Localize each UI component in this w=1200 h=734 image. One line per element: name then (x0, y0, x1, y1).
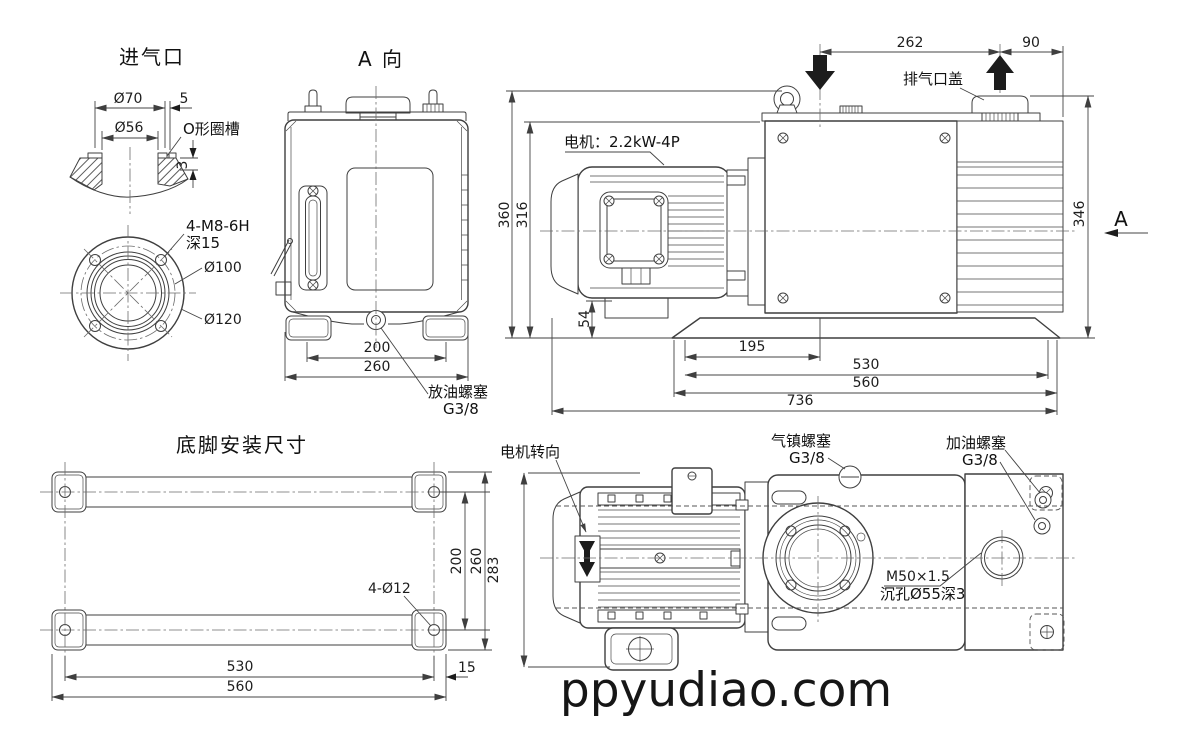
oil-fill-label: 加油螺塞 (946, 434, 1006, 452)
dim-195: 195 (739, 339, 766, 355)
top-view: 283 电机转向 气镇螺塞 G3/8 加油螺塞 G3/8 M50×1.5 沉孔Ø… (486, 432, 1075, 671)
dim-d70: Ø70 (114, 91, 143, 107)
oil-sight-glass (298, 185, 328, 291)
motor-foot (604, 297, 669, 319)
counterbore-label: 沉孔Ø55深3 (880, 585, 965, 603)
exhaust-cap-label: 排气口盖 (903, 70, 963, 88)
foot-view-title: 底脚安装尺寸 (176, 433, 308, 457)
dim-foot-15: 15 (458, 660, 476, 676)
dim-foot-560: 560 (227, 679, 254, 695)
bolt-hole (155, 254, 167, 266)
motor-label: 电机：2.2kW-4P (564, 133, 680, 151)
foot-mounting-view: 底脚安装尺寸 200 260 4-Ø12 530 15 560 (40, 433, 492, 701)
dim-200: 200 (364, 340, 391, 356)
pump-panel (764, 120, 958, 314)
dim-360: 360 (497, 202, 513, 229)
dim-3: 3 (175, 161, 191, 170)
oring-groove-label: O形圈槽 (183, 120, 240, 138)
dim-d100: Ø100 (204, 260, 242, 276)
bolt-hole (89, 254, 101, 266)
dim-736: 736 (787, 393, 814, 409)
dim-d56: Ø56 (115, 120, 144, 136)
dim-260: 260 (364, 359, 391, 375)
dim-foot-200: 200 (449, 548, 465, 575)
inlet-flange-view: 4-M8-6H 深15 Ø100 Ø120 (60, 217, 250, 361)
dim-foot-530: 530 (227, 659, 254, 675)
dim-90: 90 (1022, 35, 1040, 51)
oil-fill-plug (1033, 517, 1051, 535)
flange-depth-label: 深15 (186, 234, 220, 252)
dim-d120: Ø120 (204, 312, 242, 328)
dim-530: 530 (853, 357, 880, 373)
inlet-title: 进气口 (119, 45, 185, 69)
watermark: ppyudiao.com (560, 663, 892, 718)
dim-262: 262 (897, 35, 924, 51)
flange-bolts-label: 4-M8-6H (186, 217, 250, 235)
bolt-hole (155, 320, 167, 332)
oil-fill-thread: G3/8 (962, 451, 998, 469)
view-a-front: A 向 200 260 放油螺塞 G3/8 (270, 47, 488, 418)
terminal-box (671, 467, 713, 515)
cooling-fins (956, 120, 1064, 313)
top-knob (839, 105, 863, 114)
oil-fill-cap (345, 96, 411, 114)
inlet-wall-left (69, 157, 103, 191)
drain-plug-label: 放油螺塞 (428, 383, 488, 401)
dim-346: 346 (1072, 201, 1088, 228)
inlet-section-view: 进气口 Ø70 5 Ø56 3 O形圈槽 (69, 45, 240, 214)
bolt-hole (89, 320, 101, 332)
rotation-direction-arrow-icon (574, 535, 601, 583)
section-a-arrow-icon (1104, 229, 1118, 237)
gas-ballast-label: 气镇螺塞 (771, 432, 831, 450)
base-plate (671, 317, 1061, 339)
dim-560: 560 (853, 375, 880, 391)
dim-54: 54 (577, 310, 593, 328)
foot-holes-label: 4-Ø12 (368, 581, 411, 597)
oil-fill-plug (1034, 491, 1052, 509)
dim-283: 283 (486, 557, 502, 584)
drain-plug-thread: G3/8 (443, 400, 479, 418)
gas-ballast-thread: G3/8 (789, 449, 825, 467)
dim-foot-260: 260 (469, 548, 485, 575)
oil-window-thread-label: M50×1.5 (886, 569, 950, 585)
dim-316: 316 (515, 202, 531, 229)
side-view: 262 90 360 316 54 195 530 560 736 346 A … (497, 35, 1148, 415)
view-a-title: A 向 (358, 47, 404, 71)
exhaust-cap (971, 95, 1029, 114)
motor-rotation-label: 电机转向 (500, 443, 560, 461)
inlet-flow-arrow-icon (805, 55, 835, 90)
dim-5: 5 (180, 91, 189, 107)
section-a-label: A (1114, 207, 1130, 231)
nameplate (346, 167, 434, 291)
handle-lever (270, 239, 293, 277)
exhaust-flow-arrow-icon (986, 55, 1014, 90)
